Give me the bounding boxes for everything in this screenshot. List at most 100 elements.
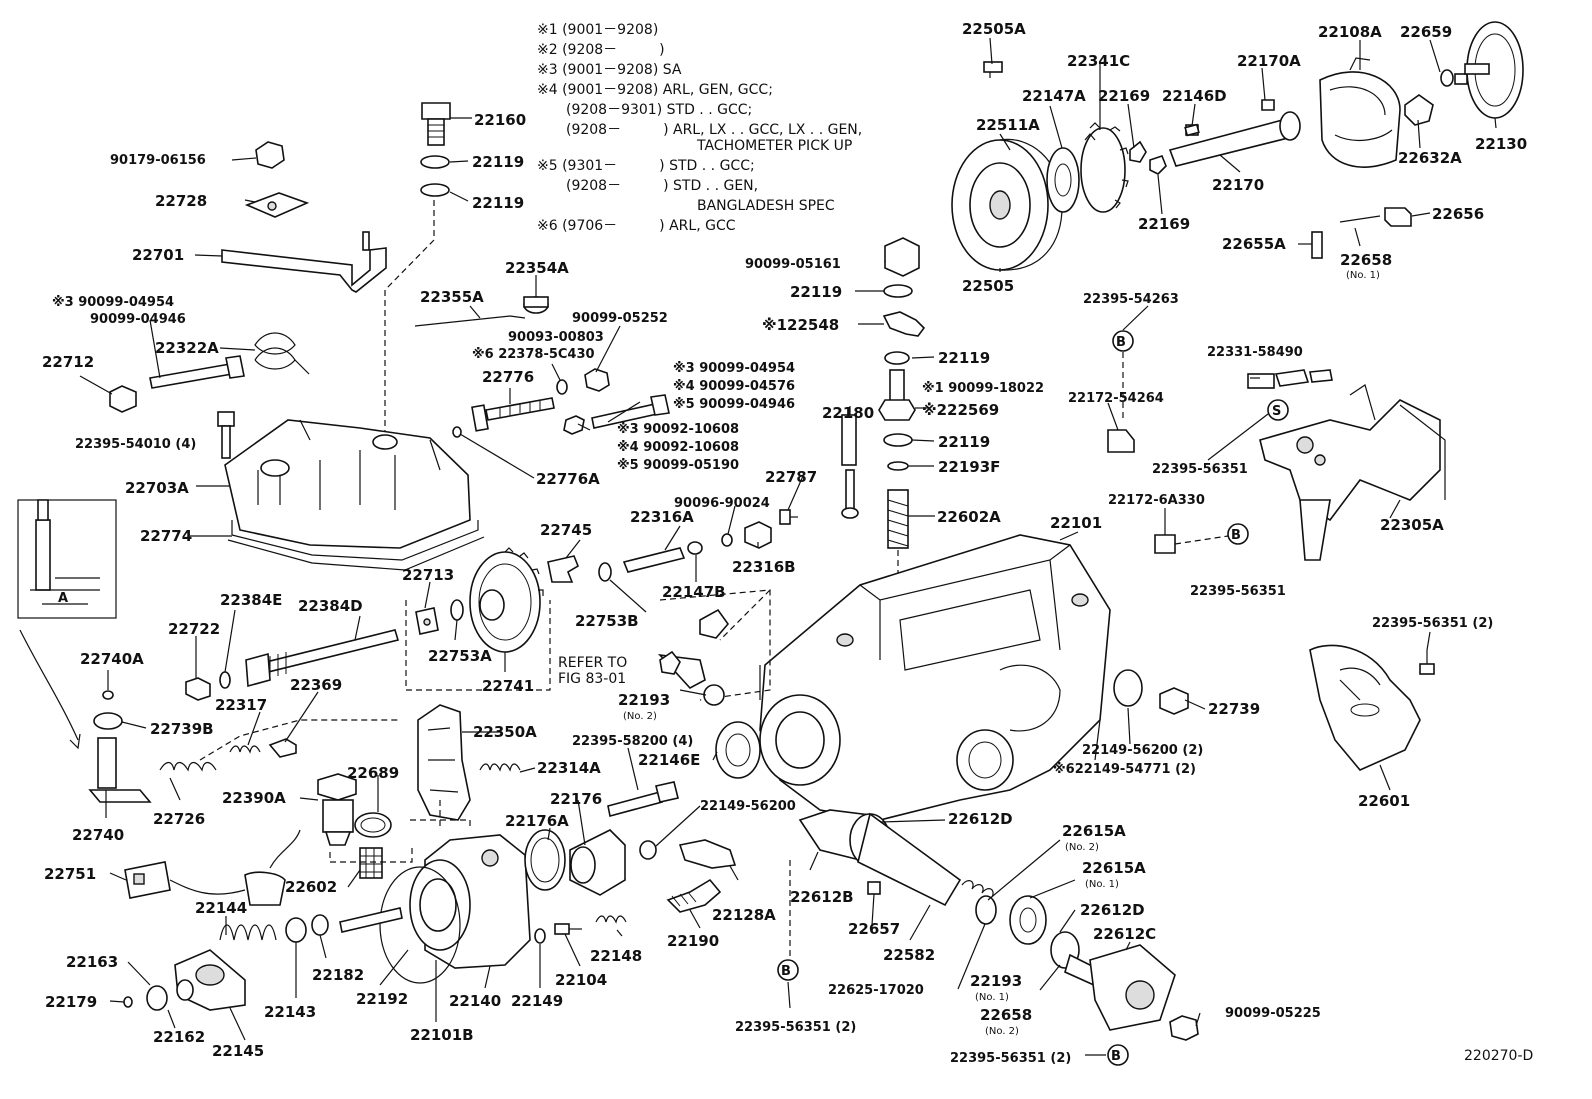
label-22180: 22180 [822, 404, 874, 422]
label-22193F: 22193F [938, 458, 1000, 476]
svg-text:S: S [1272, 404, 1281, 419]
label-22776A: 22776A [536, 470, 600, 488]
figure-id: 220270-D [1464, 1048, 1533, 1064]
label-90099-04954: ※3 90099-04954 [52, 295, 174, 310]
label-22119: 22119 [472, 194, 524, 212]
label-22689: 22689 [347, 764, 399, 782]
label-22395-56351: 22395-56351 (2) [735, 1020, 856, 1035]
label-22170: 22170 [1212, 176, 1264, 194]
label-22119: 22119 [472, 153, 524, 171]
label-22751: 22751 [44, 865, 96, 883]
label-22317: 22317 [215, 696, 267, 714]
label-22625-17020: 22625-17020 [828, 983, 924, 998]
label-22354A: 22354A [505, 259, 569, 277]
label-22615A: 22615A [1062, 822, 1126, 840]
label-22726: 22726 [153, 810, 205, 828]
label-22395-56351: 22395-56351 [1190, 584, 1286, 599]
svg-text:(9208－ ) STD . . GEN,: (9208－ ) STD . . GEN, [566, 178, 758, 194]
label-22722: 22722 [168, 620, 220, 638]
label-22176: 22176 [550, 790, 602, 808]
label-22119: 22119 [938, 433, 990, 451]
label-90179-06156: 90179-06156 [110, 153, 206, 168]
label-22169: 22169 [1098, 87, 1150, 105]
svg-text:(No. 1): (No. 1) [1085, 879, 1119, 890]
svg-text:(No. 2): (No. 2) [623, 711, 657, 722]
label-22108A: 22108A [1318, 23, 1382, 41]
label-22179: 22179 [45, 993, 97, 1011]
label-22612D: 22612D [948, 810, 1013, 828]
svg-text:※4 (9001－9208) ARL, GEN, GCC;: ※4 (9001－9208) ARL, GEN, GCC; [537, 82, 773, 98]
label-22505: 22505 [962, 277, 1014, 295]
label-22172-6A330: 22172-6A330 [1108, 493, 1205, 508]
label-22350A: 22350A [473, 723, 537, 741]
label-22331-58490: 22331-58490 [1207, 345, 1303, 360]
label-22659: 22659 [1400, 23, 1452, 41]
label-22548: ※122548 [762, 316, 839, 334]
label-22395-56351: 22395-56351 [1152, 462, 1248, 477]
label-22149-54771: ※622149-54771 (2) [1053, 762, 1196, 777]
label-22601: 22601 [1358, 792, 1410, 810]
label-22701: 22701 [132, 246, 184, 264]
label-22140: 22140 [449, 992, 501, 1010]
label-22741: 22741 [482, 677, 534, 695]
lower-pump-group [123, 829, 627, 1011]
label-22612D: 22612D [1080, 901, 1145, 919]
label-22787: 22787 [765, 468, 817, 486]
label-22657: 22657 [848, 920, 900, 938]
label-90096-90024: 90096-90024 [674, 496, 770, 511]
label-22395-54010: 22395-54010 (4) [75, 437, 196, 452]
governor-cover-group [109, 102, 670, 571]
svg-text:(No. 2): (No. 2) [1065, 842, 1099, 853]
label-22146D: 22146D [1162, 87, 1227, 105]
applicability-notes: ※1 (9001－9208) ※2 (9208－ ) ※3 (9001－9208… [537, 22, 862, 234]
label-90099-04954: ※3 90099-04954 [673, 361, 795, 376]
svg-text:(No. 1): (No. 1) [975, 992, 1009, 1003]
svg-text:B: B [1116, 335, 1126, 350]
svg-text:B: B [1111, 1049, 1121, 1064]
inset-box [17, 499, 117, 619]
label-22739: 22739 [1208, 700, 1260, 718]
label-90099-04946: 90099-04946 [90, 312, 186, 327]
svg-text:BANGLADESH SPEC: BANGLADESH SPEC [697, 198, 835, 214]
label-90099-05161: 90099-05161 [745, 257, 841, 272]
label-22511A: 22511A [976, 116, 1040, 134]
label-22190: 22190 [667, 932, 719, 950]
label-22569: ※222569 [922, 401, 999, 419]
label-22162: 22162 [153, 1028, 205, 1046]
label-90099-05225: 90099-05225 [1225, 1006, 1321, 1021]
label-22632A: 22632A [1398, 149, 1462, 167]
label-22505A: 22505A [962, 20, 1026, 38]
label-22740: 22740 [72, 826, 124, 844]
part-labels: 22505A 22341C 22108A 22659 22147A 22169 … [42, 20, 1533, 1066]
label-22703A: 22703A [125, 479, 189, 497]
label-22395-58200: 22395-58200 (4) [572, 734, 693, 749]
label-22774: 22774 [140, 527, 192, 545]
svg-text:(No. 1): (No. 1) [1346, 270, 1380, 281]
label-22658: 22658 [980, 1006, 1032, 1024]
label-22145: 22145 [212, 1042, 264, 1060]
svg-text:※2 (9208－ ): ※2 (9208－ ) [537, 42, 665, 58]
svg-text:A: A [58, 591, 68, 606]
label-22316B: 22316B [732, 558, 796, 576]
label-22341C: 22341C [1067, 52, 1130, 70]
label-22602A: 22602A [937, 508, 1001, 526]
label-22101B: 22101B [410, 1026, 474, 1044]
label-22182: 22182 [312, 966, 364, 984]
label-22147B: 22147B [662, 583, 726, 601]
label-22130: 22130 [1475, 135, 1527, 153]
refer-note-fig: FIG 83-01 [558, 671, 626, 687]
refer-note: REFER TO [558, 655, 627, 671]
label-22146E: 22146E [638, 751, 700, 769]
label-22395-56351: 22395-56351 (2) [950, 1051, 1071, 1066]
svg-text:(9208－9301) STD . . GCC;: (9208－9301) STD . . GCC; [566, 102, 752, 118]
label-90099-18022: ※1 90099-18022 [922, 381, 1044, 396]
solenoid-valve-group [721, 237, 926, 640]
circle-b-1 [1112, 330, 1134, 352]
label-90099-05252: 90099-05252 [572, 311, 668, 326]
svg-text:※1 (9001－9208): ※1 (9001－9208) [537, 22, 658, 38]
label-22739B: 22739B [150, 720, 214, 738]
label-22602: 22602 [285, 878, 337, 896]
label-22378-5C430: ※6 22378-5C430 [472, 347, 595, 362]
label-22712: 22712 [42, 353, 94, 371]
label-22170A: 22170A [1237, 52, 1301, 70]
